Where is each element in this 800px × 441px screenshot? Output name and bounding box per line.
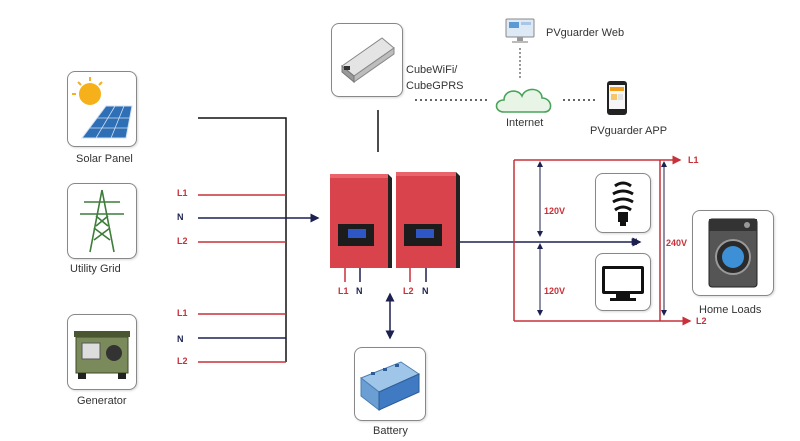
inverter-right <box>396 172 460 268</box>
cubewifi-label-2: CubeGPRS <box>406 80 464 92</box>
utility-grid-card <box>67 183 137 259</box>
wifi-module-icon <box>341 37 395 84</box>
inverter-left <box>330 174 392 268</box>
cubewifi-label-1: CubeWiFi/ <box>406 64 458 76</box>
voltage-total-label: 240V <box>666 238 688 248</box>
tv-icon <box>602 266 644 301</box>
home-loads-label: Home Loads <box>699 304 762 316</box>
bulb-icon <box>612 181 634 226</box>
utility-grid-label: Utility Grid <box>70 263 121 275</box>
cubewifi-card <box>331 23 403 97</box>
battery-label: Battery <box>373 425 408 437</box>
solar-panel-label: Solar Panel <box>76 153 133 165</box>
solar-panel-card <box>67 71 137 147</box>
load-l1-label: L1 <box>688 155 699 165</box>
monitor-icon <box>505 18 535 43</box>
cloud-icon <box>495 88 552 113</box>
bulb-card <box>595 173 651 233</box>
pvguarder-app-label: PVguarder APP <box>590 125 668 137</box>
inv-right-n: N <box>422 286 429 296</box>
pylon-icon <box>80 189 124 253</box>
generator-icon <box>74 331 130 379</box>
inv-left-n: N <box>356 286 363 296</box>
inv-left-l1: L1 <box>338 286 349 296</box>
washing-machine-icon <box>708 218 758 288</box>
phone-icon <box>607 81 627 115</box>
battery-card <box>354 347 426 421</box>
grid-l1-label: L1 <box>177 188 188 198</box>
grid-n-label: N <box>177 212 184 222</box>
pvguarder-web-label: PVguarder Web <box>546 27 625 39</box>
battery-icon <box>360 361 421 412</box>
inv-right-l2: L2 <box>403 286 414 296</box>
grid-l2-label: L2 <box>177 236 188 246</box>
gen-l2-label: L2 <box>177 356 188 366</box>
internet-label: Internet <box>506 117 544 129</box>
solar-line <box>198 117 287 362</box>
tv-card <box>595 253 651 311</box>
gen-l1-label: L1 <box>177 308 188 318</box>
voltage-lower-label: 120V <box>544 286 566 296</box>
generator-card <box>67 314 137 390</box>
load-n-label: N <box>631 237 638 247</box>
gen-n-label: N <box>177 334 184 344</box>
generator-label: Generator <box>77 395 127 407</box>
home-loads-card <box>692 210 774 296</box>
load-l2-label: L2 <box>696 316 707 326</box>
inverter-pair <box>330 172 460 268</box>
voltage-upper-label: 120V <box>544 206 566 216</box>
solar-panel-icon <box>72 77 133 139</box>
